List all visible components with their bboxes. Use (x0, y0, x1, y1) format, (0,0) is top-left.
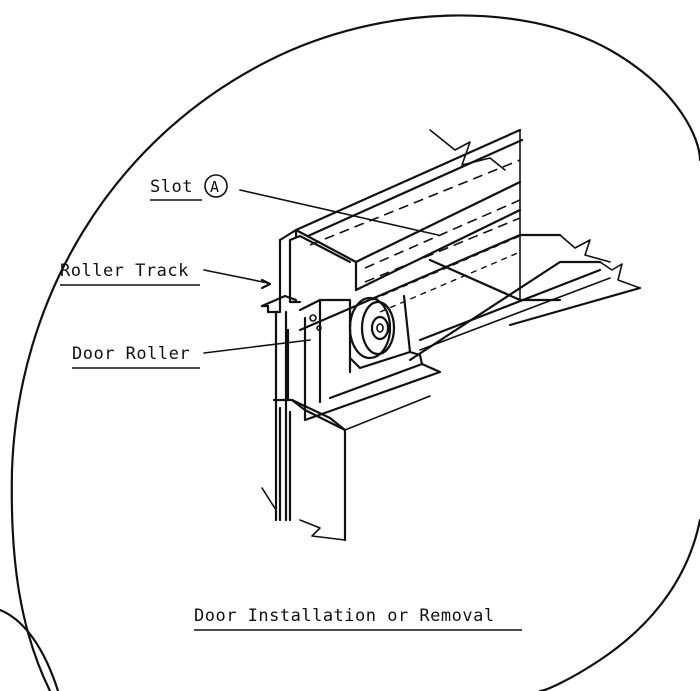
partial-circle (0, 608, 60, 691)
slot-marker: A (210, 178, 220, 196)
slot-marker-circle (204, 174, 228, 198)
leader-lines (203, 189, 439, 354)
detail-circle (10, 14, 700, 691)
door-roller (298, 294, 442, 422)
door-roller-leader (203, 339, 311, 354)
slot-label: Slot (150, 177, 193, 197)
roller-track-label: Roller Track (60, 261, 189, 281)
roller-track-leader (203, 269, 269, 284)
door-panel (261, 310, 431, 542)
caption: Door Installation or Removal (194, 606, 495, 626)
door-roller-label: Door Roller (72, 344, 190, 364)
slot-leader (239, 189, 439, 236)
